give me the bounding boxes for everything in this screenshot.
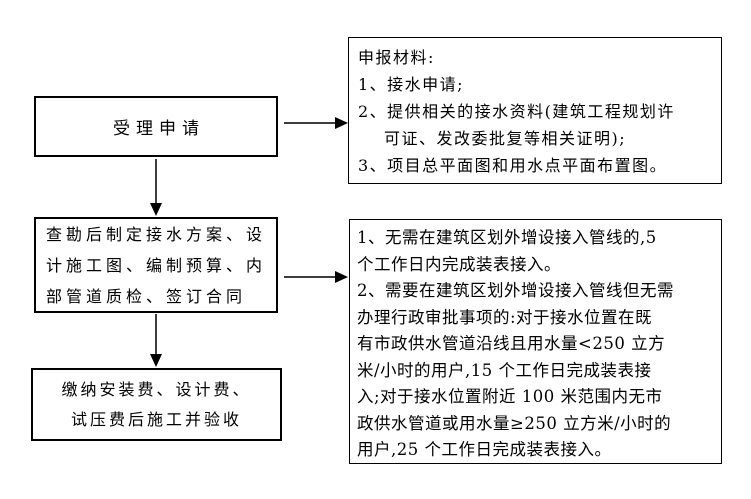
node-survey-line-3: 部管道质检、签订合同 — [46, 286, 247, 306]
node-survey-line-2: 计施工图、编制预算、内 — [46, 255, 267, 275]
timelines-line-8: 政供水管道或用水量≥250 立方米/小时的 — [357, 413, 672, 433]
timelines-line-9: 用户,25 个工作日完成装表接入。 — [357, 440, 612, 459]
node-survey-line-1: 查勘后制定接水方案、设 — [46, 224, 267, 244]
materials-item-1: 1、接水申请; — [358, 75, 465, 94]
timelines-line-4: 办理行政审批事项的:对于接水位置在既 — [357, 307, 653, 327]
node-pay-fees-line-2: 试压费后施工并验收 — [70, 409, 242, 429]
timelines-line-7: 入;对于接水位置附近 100 米范围内无市 — [357, 387, 663, 406]
node-accept-application: 受理申请 — [34, 96, 278, 157]
materials-heading: 申报材料: — [358, 48, 435, 67]
timelines-line-3: 2、需要在建筑区划外增设接入管线但无需 — [357, 281, 674, 300]
timelines-line-1: 1、无需在建筑区划外增设接入管线的,5 — [357, 228, 657, 247]
arrow-step2-to-step3 — [150, 314, 162, 367]
timelines-line-6: 米/小时的用户,15 个工作日完成装表接 — [357, 360, 652, 380]
arrow-step1-to-step2 — [150, 159, 162, 216]
arrow-step1-to-materials — [284, 117, 348, 129]
materials-item-3: 3、项目总平面图和用水点平面布置图。 — [358, 156, 668, 175]
node-survey-and-contract: 查勘后制定接水方案、设 计施工图、编制预算、内 部管道质检、签订合同 — [34, 217, 278, 313]
node-application-materials: 申报材料: 1、接水申请; 2、提供相关的接水资料(建筑工程规划许 可证、发改委… — [348, 37, 722, 184]
arrow-step2-to-timelines — [284, 271, 348, 283]
timelines-line-2: 个工作日内完成装表接入。 — [357, 254, 561, 274]
node-pay-fees-construct-accept: 缴纳安装费、设计费、 试压费后施工并验收 — [31, 368, 282, 441]
materials-item-2: 2、提供相关的接水资料(建筑工程规划许 — [358, 102, 675, 121]
node-accept-application-text: 受理申请 — [113, 119, 205, 139]
timelines-line-5: 有市政供水管道沿线且用水量<250 立方 — [357, 334, 666, 353]
node-pay-fees-line-1: 缴纳安装费、设计费、 — [61, 379, 252, 399]
materials-item-2-continued: 可证、发改委批复等相关证明); — [384, 129, 627, 148]
node-connection-timelines: 1、无需在建筑区划外增设接入管线的,5 个工作日内完成装表接入。 2、需要在建筑… — [349, 219, 722, 464]
